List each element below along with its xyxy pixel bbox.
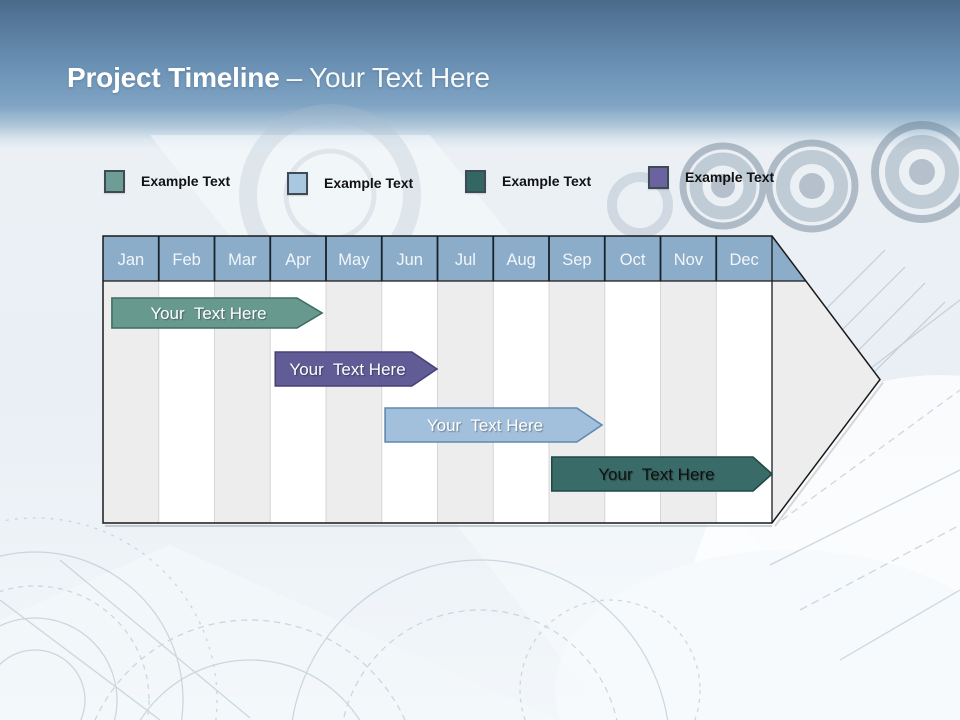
shadow-line — [774, 381, 884, 527]
legend-label: Example Text — [502, 173, 592, 189]
month-label: Apr — [285, 251, 311, 269]
month-label: Sep — [562, 251, 591, 269]
month-header-band — [103, 236, 806, 281]
legend-item: Example Text — [465, 170, 591, 193]
month-column — [493, 281, 549, 523]
month-column — [381, 281, 438, 523]
month-column — [326, 281, 382, 523]
bearings-art — [607, 121, 960, 238]
task-bar — [550, 456, 774, 492]
legend-swatch-icon — [465, 170, 486, 193]
legend-label: Example Text — [141, 173, 231, 189]
month-label: Dec — [729, 251, 758, 269]
month-label: Aug — [506, 251, 535, 269]
month-label: Feb — [172, 251, 200, 269]
title-bold: Project Timeline — [67, 62, 280, 93]
task-bar-label: Your Text Here — [289, 360, 405, 379]
task-bar — [111, 297, 324, 329]
legend-label: Example Text — [324, 175, 414, 191]
legend-item: Example Text — [648, 166, 774, 189]
month-label: Nov — [674, 251, 704, 269]
month-label: Jul — [455, 251, 476, 269]
legend-item: Example Text — [287, 172, 413, 195]
month-label: Oct — [620, 251, 646, 269]
timeline-arrow-outline — [102, 235, 881, 524]
header-band — [0, 0, 960, 150]
legend-item: Example Text — [104, 170, 230, 193]
month-label: Mar — [228, 251, 257, 269]
legend-swatch-icon — [104, 170, 125, 193]
month-label: Jun — [396, 251, 423, 269]
task-bar-label: Your Text Here — [150, 304, 266, 323]
task-bar-label: Your Text Here — [598, 465, 714, 484]
page-title: Project Timeline– Your Text Here — [67, 62, 490, 94]
month-label: Jan — [118, 251, 145, 269]
legend-label: Example Text — [685, 169, 775, 185]
title-rest: – Your Text Here — [286, 62, 491, 93]
task-bar — [384, 407, 604, 443]
month-column — [437, 281, 494, 523]
task-bar-label: Your Text Here — [427, 416, 543, 435]
legend-swatch-icon — [648, 166, 669, 189]
legend-swatch-icon — [287, 172, 308, 195]
month-label: May — [338, 251, 370, 269]
task-bar — [274, 351, 439, 387]
blueprint-arcs-art — [0, 517, 701, 720]
